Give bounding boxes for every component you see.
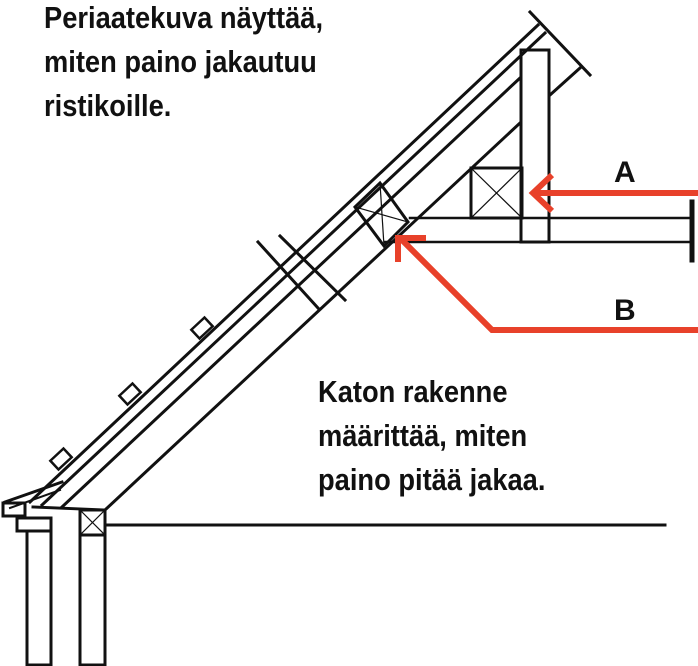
outer-post — [25, 529, 53, 666]
roof-outer-line — [27, 22, 541, 505]
wall-stud — [78, 533, 107, 666]
rafter-top-line — [59, 75, 523, 510]
caption-bottom-line: Katon rakenne — [318, 374, 508, 409]
king-post — [519, 48, 551, 244]
label-a: A — [614, 156, 636, 189]
caption-top-line: miten paino jakautuu — [44, 44, 317, 79]
arrow-b-head — [395, 235, 426, 262]
caption-top: Periaatekuva näyttää, miten paino jakaut… — [44, 0, 323, 128]
arrow-b — [397, 235, 698, 333]
caption-bottom-line: paino pitää jakaa. — [318, 462, 546, 497]
label-b: B — [614, 294, 636, 327]
roof-board-line — [39, 30, 548, 508]
fascia-block — [1, 501, 27, 518]
rafter-splice — [255, 239, 321, 311]
purlin-box — [469, 166, 524, 220]
outer-cap — [15, 516, 53, 533]
battens — [48, 315, 215, 472]
caption-top-line: ristikoille. — [44, 88, 172, 123]
caption-bottom: Katon rakenne määrittää, miten paino pit… — [318, 370, 545, 502]
ridge-cap — [527, 9, 593, 78]
arrow-a-head — [528, 172, 555, 214]
caption-top-line: Periaatekuva näyttää, — [44, 0, 324, 35]
rafter-bottom-line — [102, 120, 523, 513]
caption-bottom-line: määrittää, miten — [318, 418, 528, 453]
